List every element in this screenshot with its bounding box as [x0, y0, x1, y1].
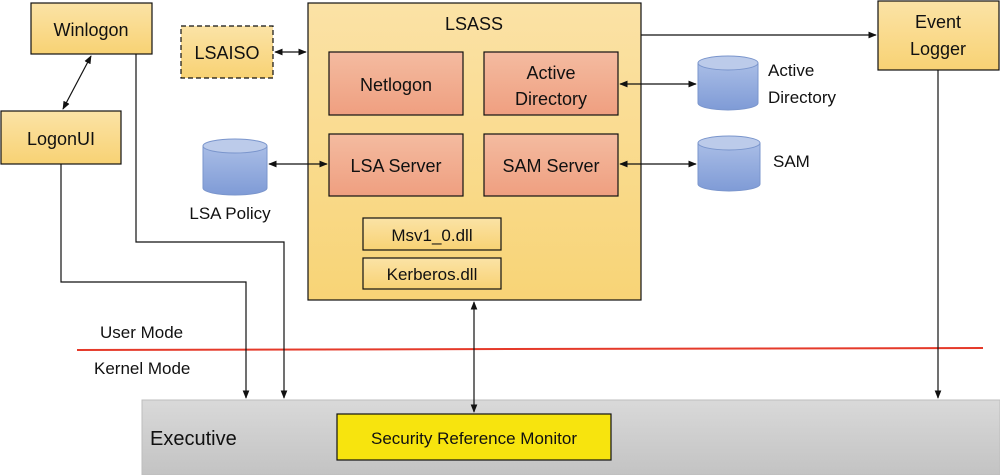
user-kernel-boundary-line [76, 347, 984, 351]
sam-server-component: SAM Server [483, 133, 619, 197]
lsa-policy-label: LSA Policy [189, 204, 271, 223]
winlogon-executive-connector [135, 54, 288, 399]
kerberos-label: Kerberos.dll [387, 265, 478, 284]
winlogon-logonui-connector [62, 55, 92, 110]
lsass-label: LSASS [445, 14, 503, 34]
lsa-policy-database: LSA Policy [189, 138, 271, 223]
lsaiso-label: LSAISO [194, 43, 259, 63]
logonui-process: LogonUI [0, 110, 122, 165]
lsa-server-label: LSA Server [350, 156, 441, 176]
event-logger-label-line1: Event [915, 12, 961, 32]
netlogon-label: Netlogon [360, 75, 432, 95]
lsaiso-process: LSAISO [180, 25, 274, 79]
executive-label: Executive [150, 428, 237, 450]
active-directory-db-label-line1: Active [768, 61, 814, 80]
event-logger-process: Event Logger [877, 0, 1000, 71]
sam-database: SAM [697, 135, 810, 192]
active-directory-component: Active Directory [483, 51, 619, 116]
msv1-0-label: Msv1_0.dll [391, 226, 472, 245]
event-logger-label-line2: Logger [910, 39, 966, 59]
active-directory-database: Active Directory [697, 55, 837, 111]
logonui-executive-connector [60, 164, 250, 399]
kerberos-dll: Kerberos.dll [362, 257, 502, 290]
winlogon-process: Winlogon [30, 2, 153, 55]
kernel-mode-label: Kernel Mode [94, 359, 190, 378]
winlogon-label: Winlogon [53, 20, 128, 40]
srm-label: Security Reference Monitor [371, 429, 577, 448]
active-directory-db-label-line2: Directory [768, 88, 837, 107]
active-directory-component-label-line1: Active [526, 63, 575, 83]
logonui-label: LogonUI [27, 129, 95, 149]
msv1-0-dll: Msv1_0.dll [362, 217, 502, 251]
sam-db-label: SAM [773, 152, 810, 171]
security-reference-monitor: Security Reference Monitor [336, 413, 612, 461]
lsa-server-component: LSA Server [328, 133, 464, 197]
user-mode-label: User Mode [100, 323, 183, 342]
sam-server-label: SAM Server [502, 156, 599, 176]
netlogon-component: Netlogon [328, 51, 464, 116]
active-directory-component-label-line2: Directory [515, 89, 587, 109]
